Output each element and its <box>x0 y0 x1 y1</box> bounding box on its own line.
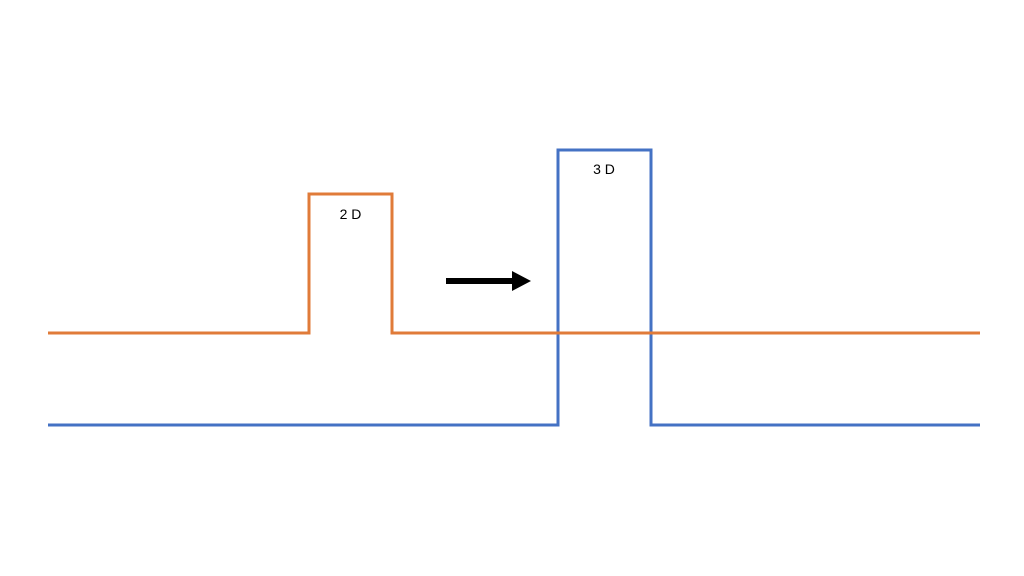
orange-pulse-line <box>48 192 980 335</box>
blue-pulse-line <box>48 148 980 427</box>
orange-pulse-label: 2 D <box>340 206 362 222</box>
right-arrow-icon <box>446 271 531 291</box>
blue-pulse-label: 3 D <box>593 161 615 177</box>
